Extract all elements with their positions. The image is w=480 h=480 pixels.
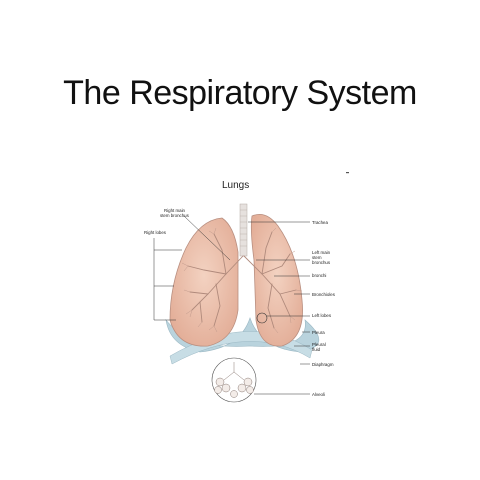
- lungs-diagram: Lungs: [130, 170, 370, 410]
- right-lung: [169, 217, 239, 347]
- leader-lines: [153, 215, 310, 395]
- corner-mark: [346, 172, 349, 174]
- label-right-lobes: Right lobes: [144, 230, 167, 235]
- slide-title: The Respiratory System: [63, 74, 417, 112]
- label-bronchioles: Bronchioles: [312, 292, 336, 297]
- label-pleural-fluid-1: Pleural: [312, 342, 326, 347]
- label-left-main-stem-bronchus-1: Left main: [312, 250, 331, 255]
- label-bronchi: bronchi: [312, 273, 326, 278]
- lungs-illustration: Lungs: [144, 172, 349, 403]
- trachea: [239, 203, 248, 257]
- trachea-rings: [240, 209, 247, 247]
- label-trachea: Trachea: [312, 220, 329, 225]
- diagram-labels: Right main stem bronchus Right lobes Tra…: [144, 208, 336, 397]
- alveoli-cluster: [214, 362, 254, 398]
- diagram-title: Lungs: [222, 180, 249, 191]
- label-left-main-stem-bronchus-3: bronchus: [312, 260, 331, 265]
- bronchioles: [181, 227, 303, 334]
- label-diaphragm: Diaphragm: [312, 362, 334, 367]
- label-right-main-stem-bronchus-2: stem bronchus: [160, 213, 190, 218]
- label-pleural-fluid-2: fluid: [312, 347, 321, 352]
- label-right-main-stem-bronchus-1: Right main: [164, 208, 186, 213]
- left-lung: [250, 213, 303, 347]
- label-pleura: Pleura: [312, 330, 325, 335]
- bronchial-tree: [187, 231, 297, 329]
- detail-circle: [256, 312, 268, 324]
- label-left-main-stem-bronchus-2: stem: [312, 255, 322, 260]
- label-left-lobes: Left lobes: [312, 313, 332, 318]
- label-alveoli: Alveoli: [312, 392, 325, 397]
